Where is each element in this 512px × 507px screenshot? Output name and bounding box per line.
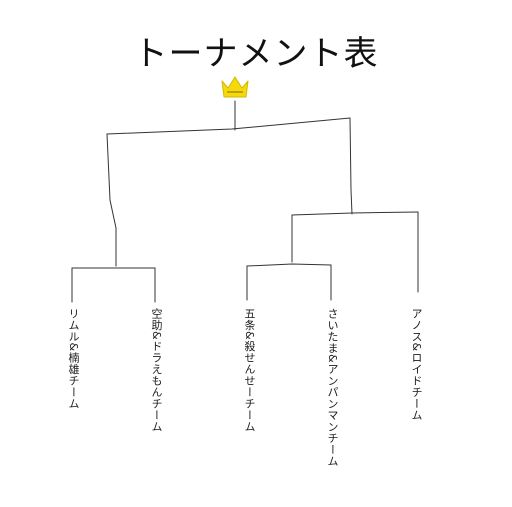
right-round1-horizontal <box>246 263 332 267</box>
team-label: 五条&殺せんせーチーム <box>243 308 256 433</box>
left-semi-vertical <box>106 133 117 267</box>
team-label: リムル&楠雄チーム <box>67 308 80 410</box>
right-semi-vertical <box>349 117 353 215</box>
team-label: 空助&ドラえもんチーム <box>150 308 163 433</box>
crown-icon <box>221 76 249 98</box>
final-horizontal <box>106 117 351 135</box>
page-title: トーナメント表 <box>133 34 379 74</box>
right-semi-horizontal <box>291 211 419 216</box>
team-label: さいたま&アンパンマンチーム <box>326 308 339 467</box>
team-label: アノス&ロイドチーム <box>410 308 423 421</box>
